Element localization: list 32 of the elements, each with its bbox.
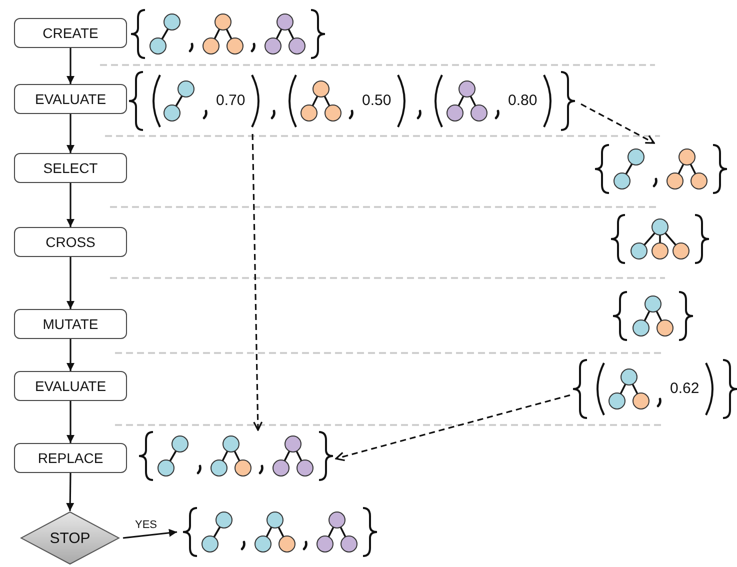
process-box: EVALUATE xyxy=(14,84,127,114)
score-label: 0.62 xyxy=(670,380,700,397)
tree-set xyxy=(608,213,712,265)
tree-set xyxy=(136,430,336,482)
arrow xyxy=(66,183,74,227)
arrow xyxy=(66,472,74,512)
tree-set xyxy=(610,290,696,342)
dashed-arrow xyxy=(252,134,263,431)
dashed-arrow xyxy=(335,394,570,462)
tree-set xyxy=(128,8,328,60)
arrow xyxy=(66,401,74,443)
process-box: REPLACE xyxy=(14,443,127,473)
dashed-arrow xyxy=(580,103,655,144)
tree-set xyxy=(126,70,578,132)
tree-set xyxy=(592,143,730,195)
process-box: CROSS xyxy=(14,227,127,257)
arrow xyxy=(66,48,74,84)
process-box: MUTATE xyxy=(14,309,127,339)
arrow xyxy=(66,339,74,371)
tree-set xyxy=(570,358,737,420)
score-label: 0.70 xyxy=(216,92,246,109)
process-box: SELECT xyxy=(14,153,127,183)
arrow xyxy=(122,528,178,539)
tree-set xyxy=(180,506,380,558)
score-label: 0.50 xyxy=(362,92,392,109)
arrow xyxy=(66,114,74,153)
arrow xyxy=(66,257,74,309)
edge-label: YES xyxy=(134,519,158,531)
decision-diamond: STOP xyxy=(20,511,120,565)
process-box: EVALUATE xyxy=(14,371,127,401)
process-box: CREATE xyxy=(14,18,127,48)
score-label: 0.80 xyxy=(508,92,538,109)
